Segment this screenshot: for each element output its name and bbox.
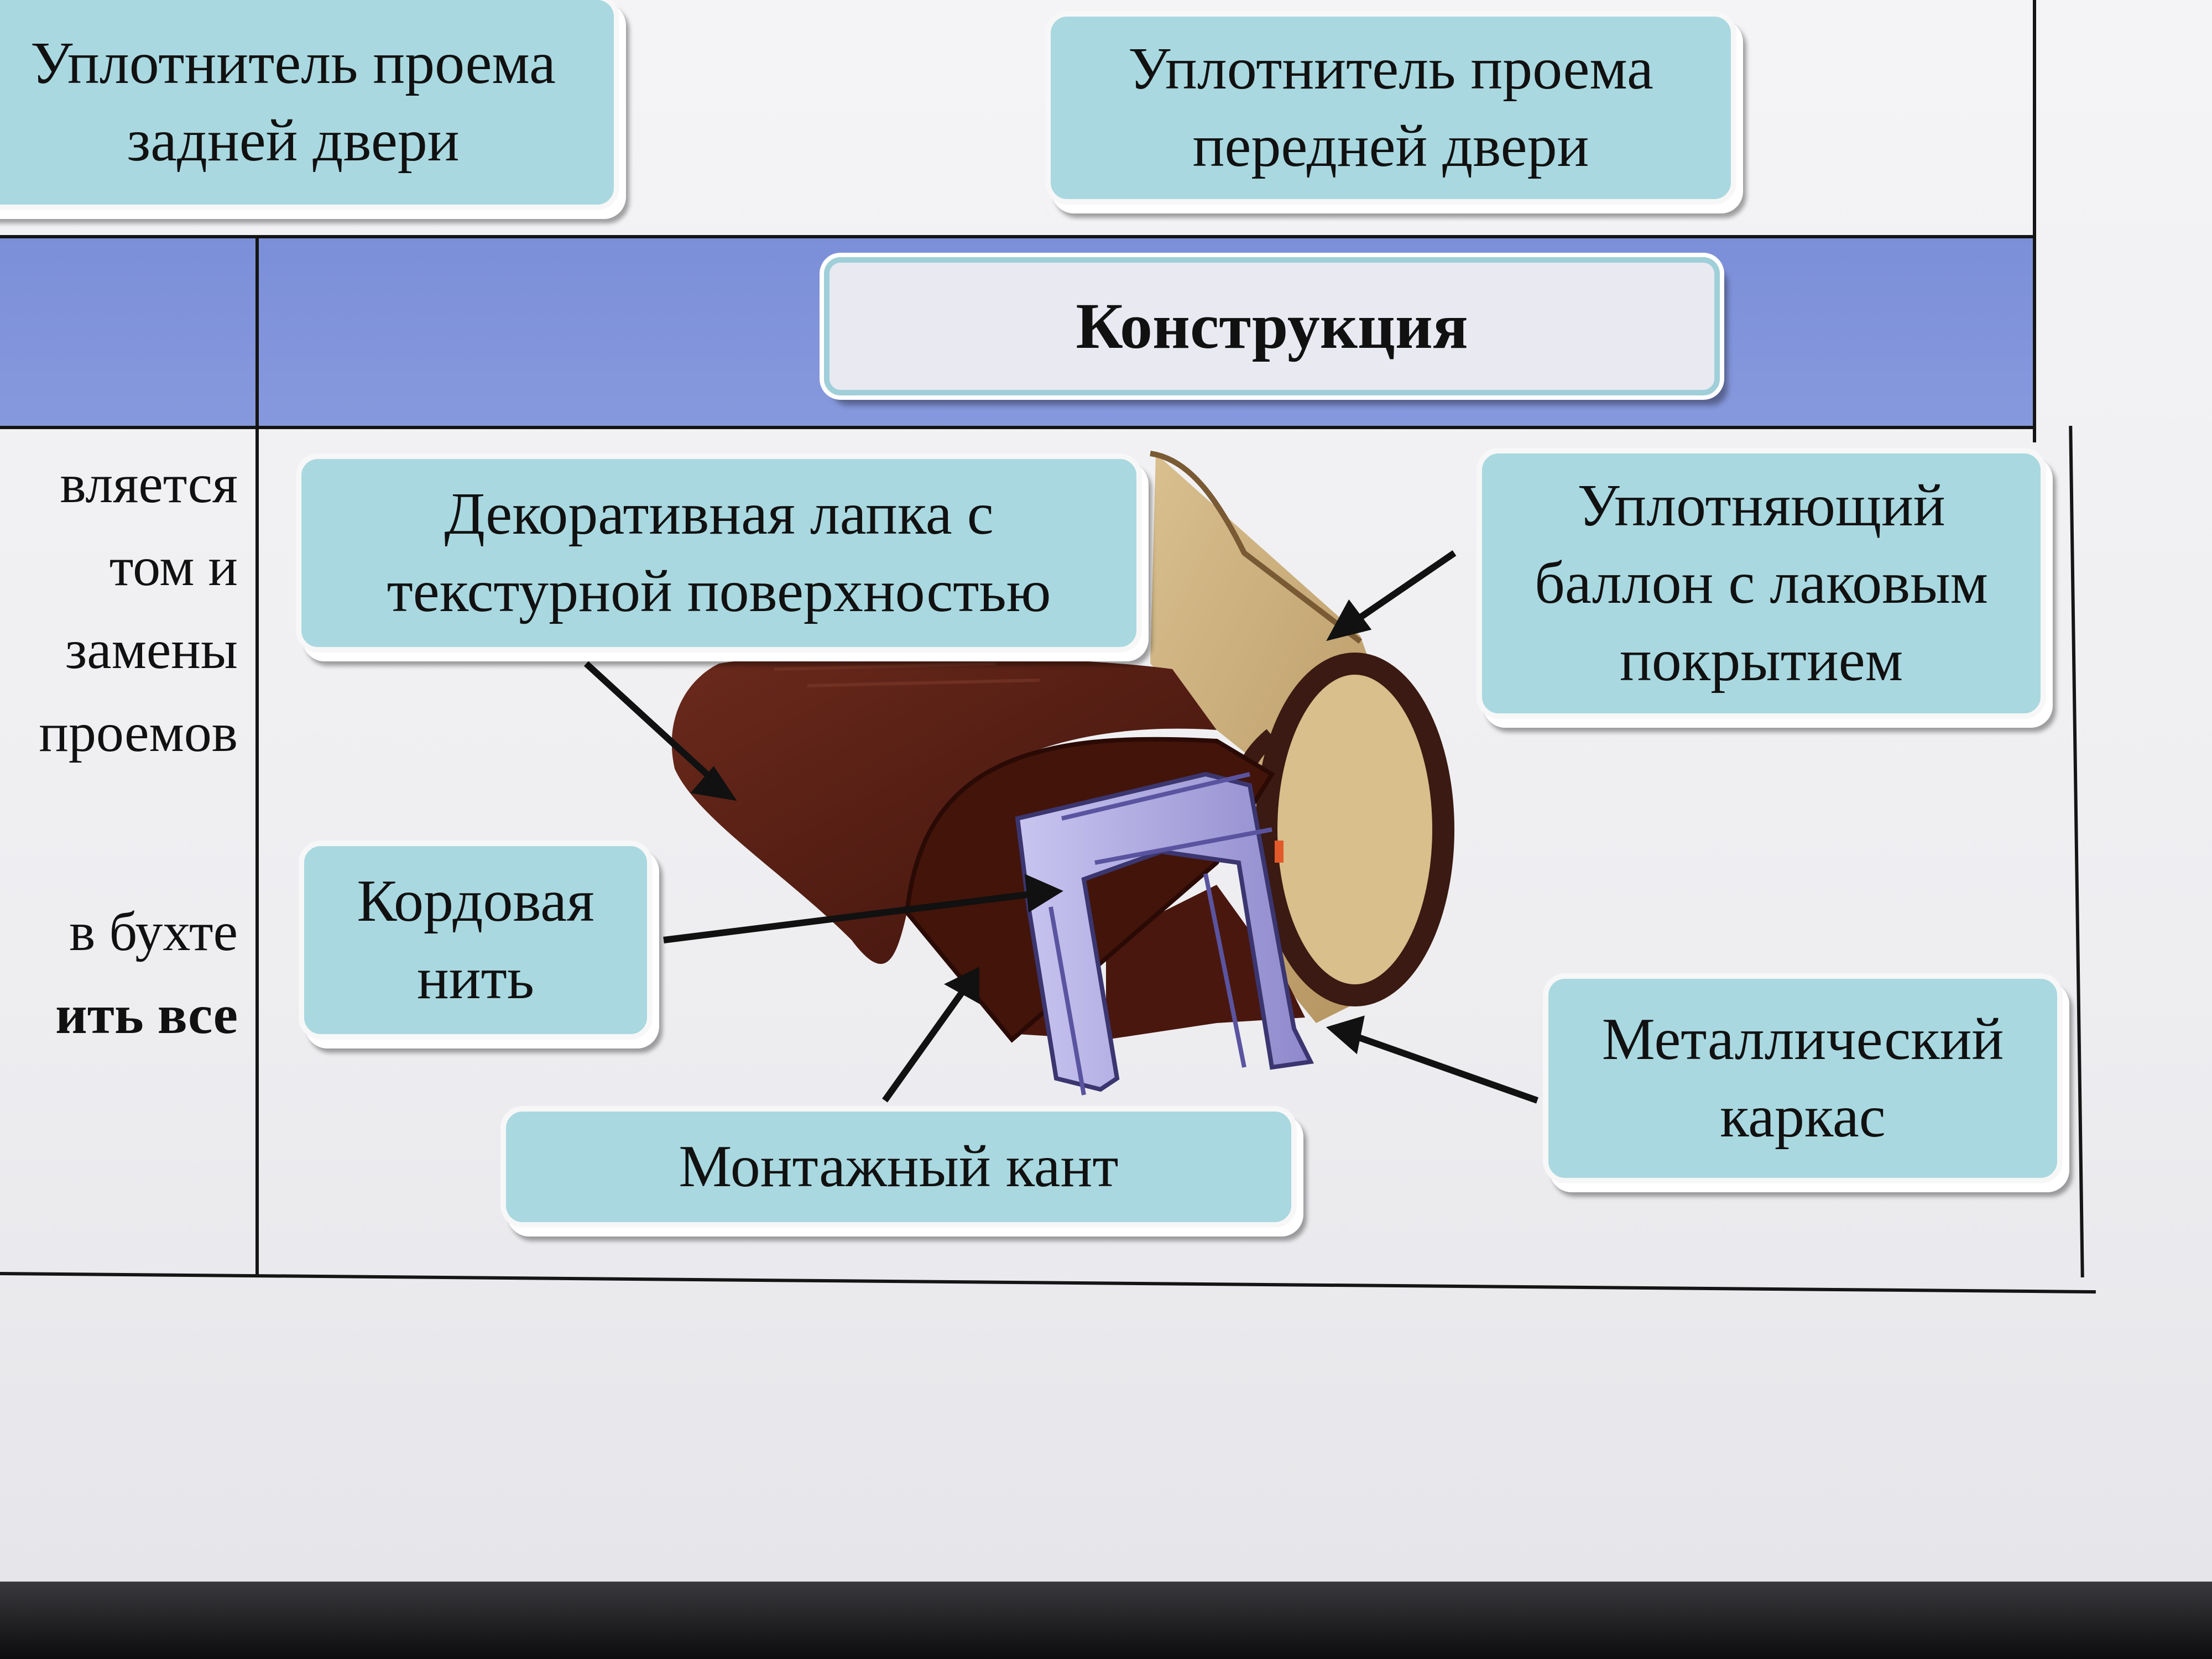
callout-cord-thread: Кордовая нить <box>299 841 653 1040</box>
arrow-metal-frame <box>1348 1031 1538 1104</box>
table-top-border <box>0 235 2035 238</box>
callout-rear-door-seal: Уплотнитель проема задней двери <box>0 0 619 210</box>
callout-mounting-edge: Монтажный кант <box>500 1106 1297 1228</box>
section-title: Конструкция <box>824 257 1720 395</box>
arrowhead-metal-frame <box>1326 1015 1365 1055</box>
left-column-text: вляется том и замены проемов в бухте ить… <box>0 442 238 1056</box>
table-column-divider <box>255 237 259 1276</box>
left-text-line: проемов <box>39 702 238 763</box>
table-right-border-top <box>2033 0 2036 442</box>
arrow-decorative-flap <box>583 661 722 788</box>
table-header-divider <box>0 426 2035 429</box>
callout-decorative-flap: Декоративная лапка с текстурной поверхно… <box>296 453 1142 653</box>
metal-frame-shape <box>1015 771 1314 1095</box>
left-text-line: замены <box>65 619 238 680</box>
arrowhead-decorative-flap <box>690 766 737 801</box>
left-text-line: ить все <box>55 984 238 1045</box>
left-text-line: в бухте <box>69 901 238 962</box>
callout-front-door-seal: Уплотнитель проема передней двери <box>1045 11 1736 205</box>
left-text-line: вляется <box>60 453 238 514</box>
left-text-line: том и <box>109 536 238 597</box>
seal-body-shape <box>671 656 1305 1043</box>
desk-background <box>0 1582 2212 1659</box>
arrowhead-cord-thread <box>1025 874 1063 913</box>
arrow-mounting-edge <box>882 982 971 1103</box>
callout-metal-frame: Металлический каркас <box>1543 973 2063 1183</box>
pointer-arrows <box>583 550 1538 1104</box>
callout-sealing-bulb: Уплотняющий баллон с лаковым покрытием <box>1477 448 2046 719</box>
arrow-sealing-bulb <box>1347 550 1457 628</box>
arrowhead-sealing-bulb <box>1326 599 1372 641</box>
arrowhead-mounting-edge <box>944 967 979 1004</box>
arrow-cord-thread <box>663 890 1040 943</box>
